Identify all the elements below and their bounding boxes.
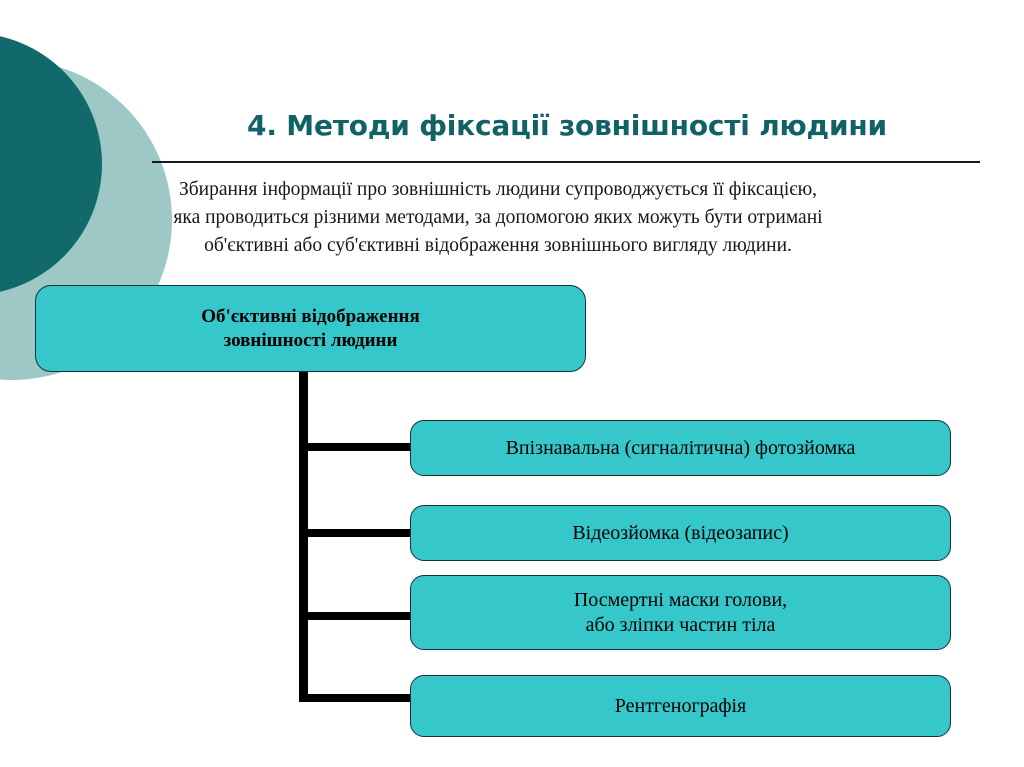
flow-node-radiography-label: Рентгенографія: [615, 694, 747, 718]
flow-node-root-line-1: Об'єктивні відображення: [201, 306, 420, 328]
flow-node-video-line-1: Відеозйомка (відеозапис): [572, 521, 789, 544]
connector-branch-3: [299, 612, 419, 620]
decorative-circle-dark: [0, 33, 102, 295]
flow-node-root-line-2: зовнішності людини: [223, 329, 398, 351]
flow-node-death-mask-line-1: Посмертні маски голови,: [573, 589, 788, 612]
flow-node-video: Відеозйомка (відеозапис): [410, 505, 951, 561]
flow-node-radiography: Рентгенографія: [410, 675, 951, 737]
flow-node-root-label: Об'єктивні відображення зовнішності люди…: [201, 305, 420, 351]
connector-branch-1: [299, 443, 419, 451]
flow-node-death-mask: Посмертні маски голови, або зліпки части…: [410, 575, 951, 650]
page-title: 4. Методи фіксації зовнішності людини: [247, 109, 887, 142]
flow-node-death-mask-line-2: або зліпки частин тіла: [585, 613, 776, 636]
flow-node-root: Об'єктивні відображення зовнішності люди…: [35, 285, 586, 372]
paragraph-line-2: яка проводиться різними методами, за доп…: [173, 207, 823, 228]
flow-node-radiography-line-1: Рентгенографія: [614, 694, 747, 717]
paragraph-line-3: об'єктивні або суб'єктивні відображення …: [204, 235, 792, 256]
flow-node-photography: Впізнавальна (сигналітична) фотозйомка: [410, 420, 951, 476]
title-divider: [152, 161, 980, 163]
flow-node-photography-label: Впізнавальна (сигналітична) фотозйомка: [506, 436, 856, 460]
paragraph-line-1: Збирання інформації про зовнішність люди…: [178, 179, 818, 200]
flow-node-death-mask-label: Посмертні маски голови, або зліпки части…: [574, 588, 787, 637]
flow-node-video-label: Відеозйомка (відеозапис): [572, 521, 788, 545]
intro-paragraph: Збирання інформації про зовнішність люди…: [88, 176, 908, 260]
flow-node-photography-line-1: Впізнавальна (сигналітична) фотозйомка: [505, 436, 856, 459]
connector-branch-2: [299, 529, 419, 537]
connector-branch-4: [299, 694, 419, 702]
